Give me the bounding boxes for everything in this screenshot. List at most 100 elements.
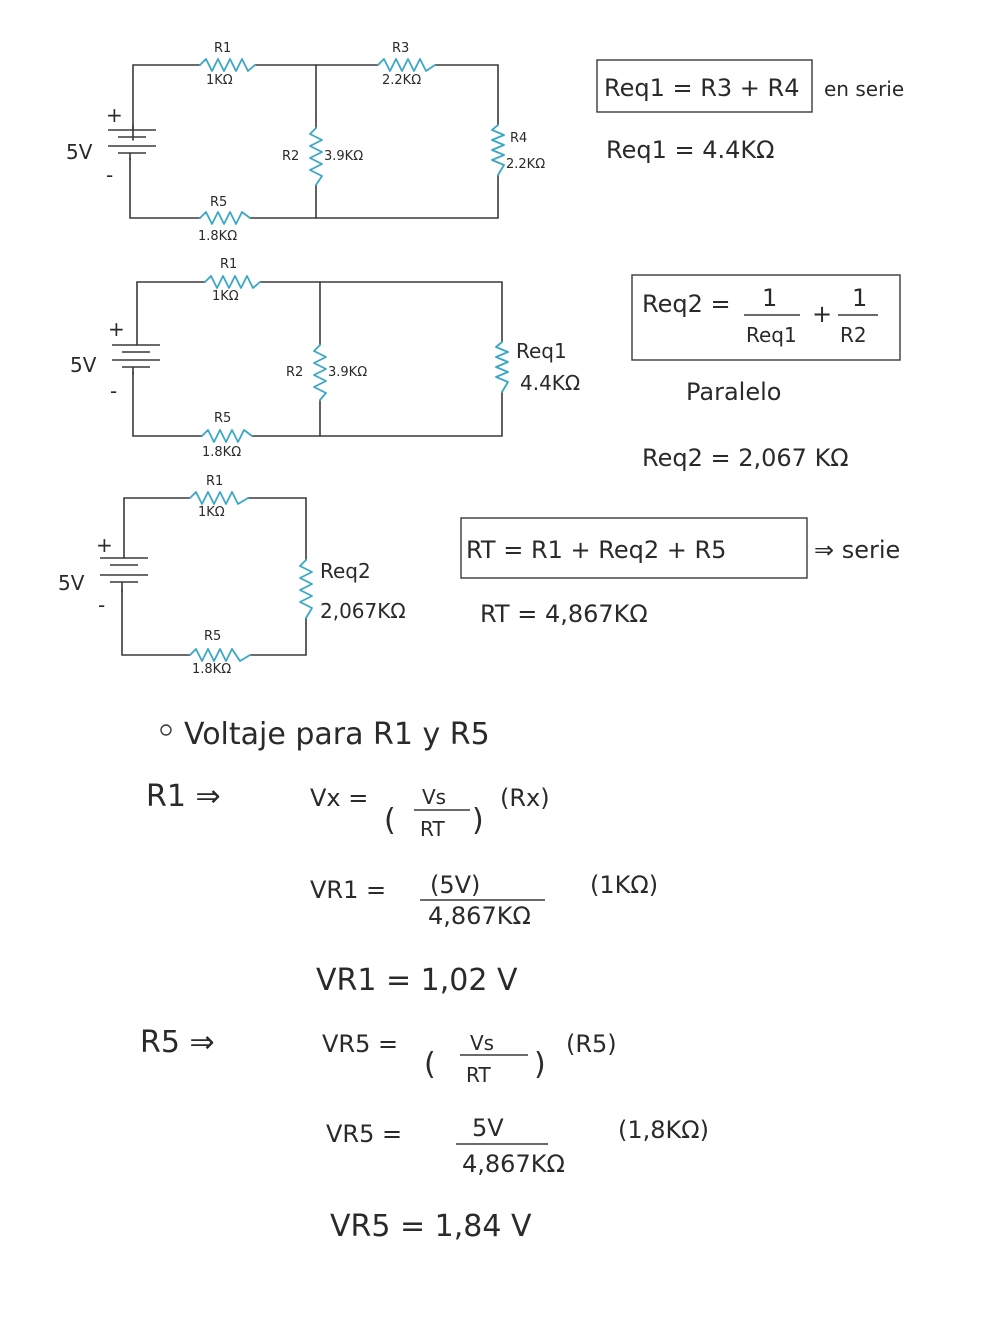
req2-lhs: Req2 = bbox=[642, 290, 731, 318]
r1-value: 1KΩ bbox=[206, 73, 233, 88]
r3-value: 2.2KΩ bbox=[382, 73, 421, 88]
voltage-heading: Voltaje para R1 y R5 bbox=[184, 717, 490, 752]
r5-name: R5 bbox=[204, 629, 221, 644]
r1-name: R1 bbox=[214, 41, 231, 56]
req2-name: Req2 bbox=[320, 559, 371, 583]
battery-voltage: 5V bbox=[58, 571, 85, 595]
resistor-r1 bbox=[199, 58, 256, 72]
vr5-result: VR5 = 1,84 V bbox=[330, 1209, 532, 1244]
r5-name: R5 bbox=[210, 195, 227, 210]
resistor-req2 bbox=[299, 559, 313, 619]
vx-tail: (Rx) bbox=[500, 784, 550, 812]
equation-req1: Req1 = R3 + R4 en serie Req1 = 4.4KΩ bbox=[596, 59, 904, 164]
r1-label: R1 ⇒ bbox=[146, 779, 221, 814]
vr5-num: 5V bbox=[472, 1114, 504, 1142]
req2-num2: 1 bbox=[852, 284, 867, 312]
rt-note: ⇒ serie bbox=[814, 536, 900, 564]
vr5f-open-paren: ( bbox=[424, 1047, 436, 1082]
battery-voltage: 5V bbox=[66, 140, 93, 164]
battery-plus: + bbox=[96, 533, 113, 557]
req2-value: 2,067KΩ bbox=[320, 599, 406, 623]
req2-box bbox=[631, 274, 901, 361]
req1-box bbox=[596, 59, 813, 113]
r5-name: R5 bbox=[214, 411, 231, 426]
vr1-lhs: VR1 = bbox=[310, 876, 386, 904]
battery-minus: - bbox=[98, 593, 105, 617]
r2-name: R2 bbox=[286, 365, 303, 380]
battery-symbol bbox=[108, 124, 156, 161]
vr1-num: (5V) bbox=[430, 871, 480, 899]
circuit-1: 5V + - R1 1KΩ R3 2.2KΩ R2 3.9KΩ R4 2.2KΩ… bbox=[66, 41, 545, 244]
r1-value: 1KΩ bbox=[198, 505, 225, 520]
battery-minus: - bbox=[106, 163, 113, 187]
rt-box bbox=[460, 517, 808, 579]
vr5f-den: RT bbox=[466, 1063, 491, 1087]
req2-plus: + bbox=[812, 300, 832, 328]
r5-value: 1.8KΩ bbox=[202, 445, 241, 460]
resistor-r3 bbox=[377, 58, 436, 72]
req1-note: en serie bbox=[824, 77, 904, 101]
r4-value: 2.2KΩ bbox=[506, 157, 545, 172]
req2-num1: 1 bbox=[762, 284, 777, 312]
req2-den2: R2 bbox=[840, 323, 867, 347]
vx-close-paren: ) bbox=[472, 803, 484, 838]
equation-req2: Req2 = 1 Req1 + 1 R2 Paralelo Req2 = 2,0… bbox=[631, 274, 901, 472]
vr5-tail: (1,8KΩ) bbox=[618, 1116, 709, 1144]
resistor-r5 bbox=[199, 211, 251, 225]
resistor-r4 bbox=[491, 124, 505, 176]
resistor-r5 bbox=[189, 648, 251, 662]
resistor-r1 bbox=[189, 491, 249, 505]
rt-formula: RT = R1 + Req2 + R5 bbox=[466, 536, 726, 564]
r4-name: R4 bbox=[510, 131, 527, 146]
vr1-den: 4,867KΩ bbox=[428, 902, 531, 930]
r3-name: R3 bbox=[392, 41, 409, 56]
bullet-icon bbox=[160, 724, 172, 736]
r1-value: 1KΩ bbox=[212, 289, 239, 304]
resistor-r2 bbox=[313, 344, 327, 401]
req1-result: Req1 = 4.4KΩ bbox=[606, 136, 774, 164]
vr5f-lhs: VR5 = bbox=[322, 1030, 398, 1058]
circuit-2: 5V + - R1 1KΩ R2 3.9KΩ Req1 4.4KΩ R5 1.8… bbox=[70, 257, 580, 460]
r5-value: 1.8KΩ bbox=[192, 662, 231, 677]
vx-lhs: Vx = bbox=[310, 784, 368, 812]
vx-open-paren: ( bbox=[384, 803, 396, 838]
vx-den: RT bbox=[420, 817, 445, 841]
r1-name: R1 bbox=[206, 474, 223, 489]
vx-num: Vs bbox=[422, 785, 446, 809]
vr5f-tail: (R5) bbox=[566, 1030, 617, 1058]
vr5f-close-paren: ) bbox=[534, 1047, 546, 1082]
rt-result: RT = 4,867KΩ bbox=[480, 600, 648, 628]
r1-name: R1 bbox=[220, 257, 237, 272]
req1-value: 4.4KΩ bbox=[520, 371, 580, 395]
r5-value: 1.8KΩ bbox=[198, 229, 237, 244]
resistor-r5 bbox=[201, 429, 253, 443]
vr5f-num: Vs bbox=[470, 1031, 494, 1055]
req1-formula: Req1 = R3 + R4 bbox=[604, 74, 800, 102]
equation-rt: RT = R1 + Req2 + R5 ⇒ serie RT = 4,867KΩ bbox=[460, 517, 900, 628]
circuit-3: 5V + - R1 1KΩ Req2 2,067KΩ R5 1.8KΩ bbox=[58, 474, 406, 677]
req2-note: Paralelo bbox=[686, 378, 781, 406]
resistor-r1 bbox=[204, 275, 261, 289]
battery-symbol bbox=[112, 344, 160, 375]
battery-voltage: 5V bbox=[70, 353, 97, 377]
battery-plus: + bbox=[108, 317, 125, 341]
req2-result: Req2 = 2,067 KΩ bbox=[642, 444, 849, 472]
r2-name: R2 bbox=[282, 149, 299, 164]
vr5-lhs: VR5 = bbox=[326, 1120, 402, 1148]
battery-symbol bbox=[100, 557, 148, 593]
r2-value: 3.9KΩ bbox=[324, 149, 363, 164]
vr1-result: VR1 = 1,02 V bbox=[316, 963, 518, 998]
battery-plus: + bbox=[106, 103, 123, 127]
req1-name: Req1 bbox=[516, 339, 567, 363]
resistor-r2 bbox=[309, 127, 323, 186]
req2-den1: Req1 bbox=[746, 323, 797, 347]
resistor-req1 bbox=[495, 341, 509, 393]
r2-value: 3.9KΩ bbox=[328, 365, 367, 380]
vr1-tail: (1KΩ) bbox=[590, 871, 658, 899]
vr5-den: 4,867KΩ bbox=[462, 1150, 565, 1178]
r5-label: R5 ⇒ bbox=[140, 1025, 215, 1060]
battery-minus: - bbox=[110, 379, 117, 403]
voltage-section: Voltaje para R1 y R5 R1 ⇒ Vx = ( Vs RT )… bbox=[140, 717, 709, 1244]
